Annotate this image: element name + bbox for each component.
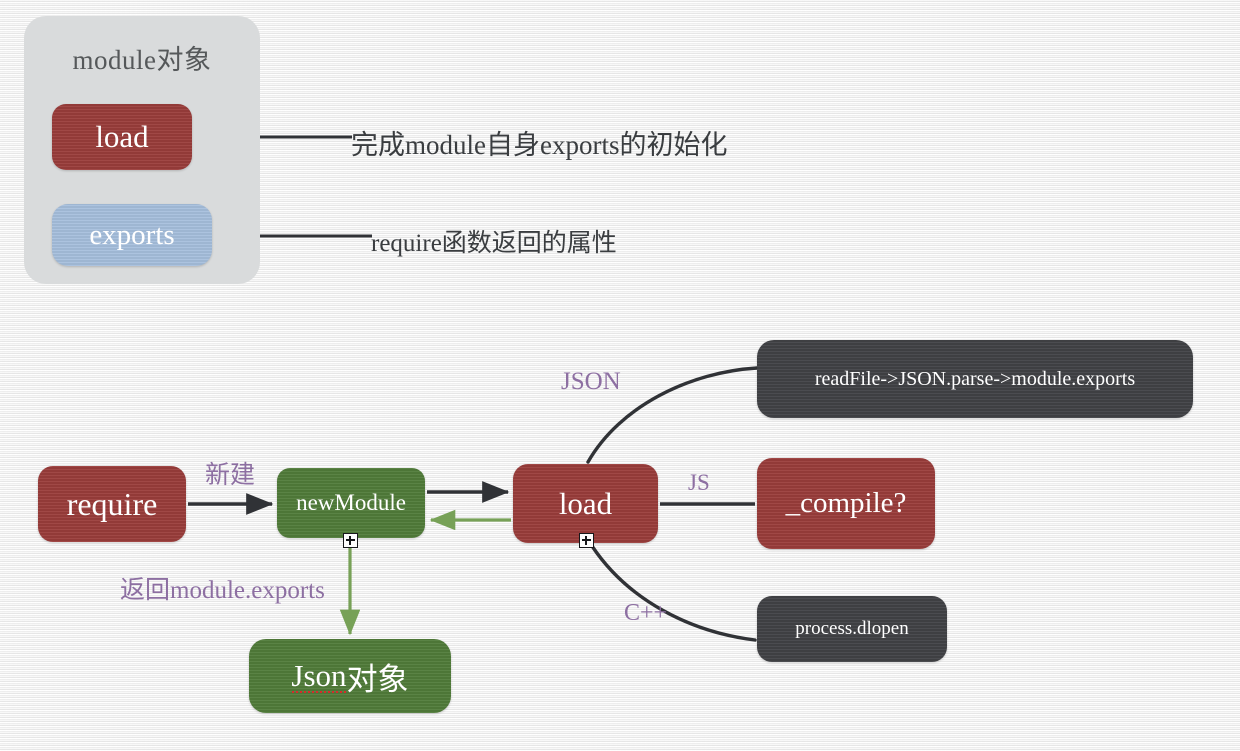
edge-label-load-readfile: JSON	[561, 368, 621, 395]
node-label: require	[66, 485, 158, 522]
edge-label-load-compile: JS	[688, 470, 710, 495]
expand-load-button[interactable]	[579, 533, 594, 548]
node-module-exports-property[interactable]: exports	[52, 204, 212, 266]
node-label-suffix: 对象	[346, 661, 409, 697]
edge-label-require-newmodule: 新建	[205, 462, 256, 489]
node-compile[interactable]: _compile?	[757, 458, 935, 549]
node-require[interactable]: require	[38, 466, 186, 542]
node-label: _compile?	[785, 487, 907, 519]
node-readfile-json-parse[interactable]: readFile->JSON.parse->module.exports	[757, 340, 1193, 418]
edge-label-load-dlopen: C++	[624, 600, 668, 626]
node-label: exports	[89, 218, 175, 251]
annotation-exports-description: require函数返回的属性	[371, 230, 617, 257]
node-module-load-property[interactable]: load	[52, 104, 192, 170]
node-newmodule[interactable]: newModule	[277, 468, 425, 538]
edge-load-dlopen	[590, 544, 757, 642]
annotation-load-description: 完成module自身exports的初始化	[351, 130, 728, 160]
edge-label-newmodule-jsonobj: 返回module.exports	[120, 577, 325, 604]
node-label-spellchecked: Json	[291, 658, 347, 693]
node-label: load	[95, 119, 149, 154]
panel-title: module对象	[72, 45, 212, 75]
node-label: readFile->JSON.parse->module.exports	[814, 367, 1136, 390]
node-process-dlopen[interactable]: process.dlopen	[757, 596, 947, 662]
node-label: process.dlopen	[795, 618, 909, 639]
node-label: load	[558, 485, 613, 521]
node-load[interactable]: load	[513, 464, 658, 543]
node-label: newModule	[296, 490, 406, 515]
expand-newmodule-button[interactable]	[343, 533, 358, 548]
